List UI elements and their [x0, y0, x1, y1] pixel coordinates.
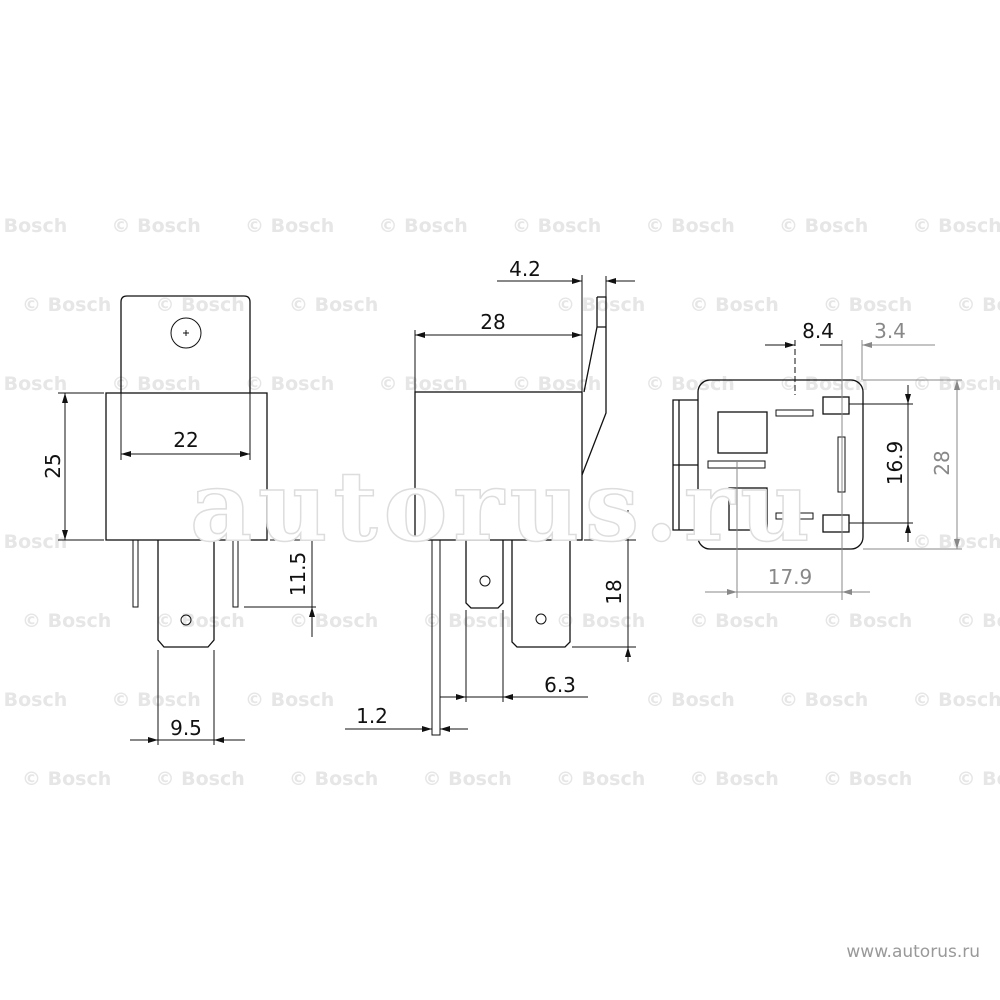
dim-blade-width: 9.5: [170, 716, 202, 740]
bosch-watermark: © Bosch: [690, 610, 779, 632]
dim-spacing: 17.9: [768, 565, 813, 589]
bosch-watermark: © Bosch: [779, 689, 868, 711]
bosch-watermark: © Bosch: [423, 768, 512, 790]
bosch-watermark: © Bosch: [913, 373, 1000, 395]
dim-pin-length: 11.5: [286, 552, 310, 597]
bosch-watermark: © Bosch: [823, 768, 912, 790]
bosch-watermark: © Bosch: [957, 294, 1000, 316]
bosch-watermark: © Bosch: [556, 768, 645, 790]
bosch-watermark: © Bosch: [823, 610, 912, 632]
dim-pin-thickness: 1.2: [356, 704, 388, 728]
bosch-watermark: © Bosch: [289, 768, 378, 790]
autorus-watermark: autorus.ru: [190, 450, 810, 563]
bosch-watermark: © Bosch: [22, 294, 111, 316]
dim-offset-a: 8.4: [802, 319, 834, 343]
bosch-watermark: © Bosch: [646, 215, 735, 237]
front-view: 25 22 11.5 9.5: [41, 295, 316, 745]
bosch-watermark: © Bosch: [823, 294, 912, 316]
bosch-watermark: © Bosch: [289, 610, 378, 632]
bosch-watermark: © Bosch: [379, 215, 468, 237]
dim-offset-b: 3.4: [874, 319, 906, 343]
bosch-watermark: © Bosch: [779, 373, 868, 395]
bosch-watermark: © Bosch: [690, 294, 779, 316]
dim-front-width: 22: [173, 428, 198, 452]
dim-side-length: 28: [480, 310, 505, 334]
bosch-watermark: © Bosch: [913, 689, 1000, 711]
bottom-view: 8.4 3.4 16.9 28 17.9: [672, 319, 962, 600]
bosch-watermark: © Bosch: [512, 373, 601, 395]
bosch-watermark: © Bosch: [22, 610, 111, 632]
bosch-watermark: © Bosch: [646, 373, 735, 395]
dim-bottom-width: 28: [930, 450, 954, 475]
bosch-watermark: © Bosch: [379, 373, 468, 395]
bosch-watermark: © Bosch: [112, 215, 201, 237]
side-view: 28 4.2 18 6.3 1.2: [345, 257, 636, 736]
dim-side-blade-width: 6.3: [544, 673, 576, 697]
bosch-watermark: © Bosch: [556, 294, 645, 316]
bosch-watermark: © Bosch: [957, 610, 1000, 632]
bosch-watermark: © Bosch: [156, 768, 245, 790]
bosch-watermark: © Bosch: [156, 610, 245, 632]
bosch-watermark: © Bosch: [245, 689, 334, 711]
bosch-watermark: © Bosch: [423, 610, 512, 632]
bosch-watermark: © Bosch: [512, 215, 601, 237]
bosch-watermark: © Bosch: [112, 689, 201, 711]
dim-front-height: 25: [41, 453, 65, 478]
bosch-watermark: © Bosch: [0, 531, 67, 553]
bosch-watermark-grid: © Bosch © Bosch © Bosch © Bosch © Bosch © Bos…: [0, 215, 1000, 790]
dim-pin-spacing: 16.9: [883, 441, 907, 486]
bosch-watermark: © Bosch: [690, 768, 779, 790]
bosch-watermark: © Bosch: [646, 689, 735, 711]
bosch-watermark: © Bosch: [957, 768, 1000, 790]
bosch-watermark: © Bosch: [913, 215, 1000, 237]
bosch-watermark: © Bosch: [779, 215, 868, 237]
bosch-watermark: © Bosch: [289, 294, 378, 316]
bosch-watermark: © Bosch: [112, 373, 201, 395]
footer-url: www.autorus.ru: [846, 942, 980, 962]
bosch-watermark: © Bosch: [156, 294, 245, 316]
bosch-watermark: © Bosch: [0, 689, 67, 711]
bosch-watermark: © Bosch: [556, 610, 645, 632]
dim-blade-length: 18: [602, 579, 626, 604]
bosch-watermark: © Bosch: [0, 215, 67, 237]
bosch-watermark: © Bosch: [245, 215, 334, 237]
dim-bracket: 4.2: [509, 257, 541, 281]
bosch-watermark: © Bosch: [913, 531, 1000, 553]
bosch-watermark: © Bosch: [22, 768, 111, 790]
bosch-watermark: © Bosch: [0, 373, 67, 395]
bosch-watermark: © Bosch: [245, 373, 334, 395]
